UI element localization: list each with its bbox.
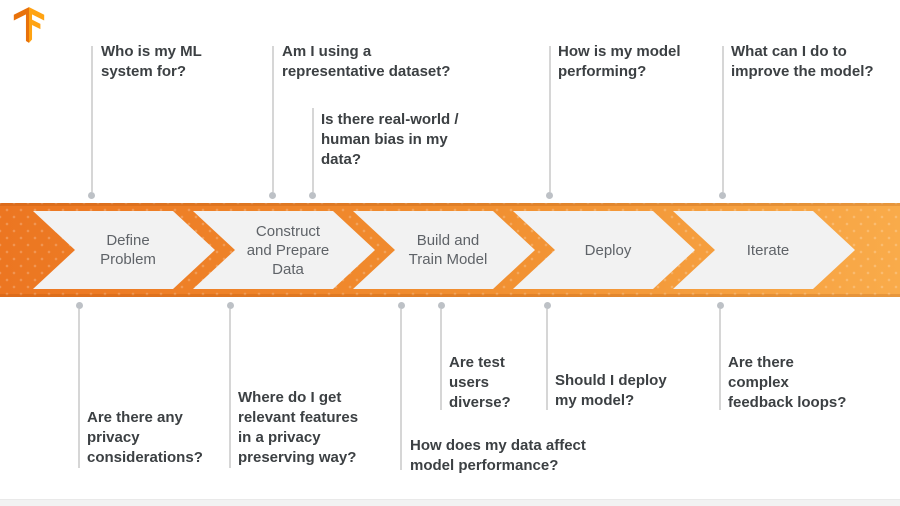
stage-build-train: Build and Train Model: [408, 232, 488, 268]
connector-line: [722, 46, 724, 192]
connector-line: [546, 309, 548, 410]
connector-dot: [76, 302, 83, 309]
connector-dot: [398, 302, 405, 309]
connector-dot: [227, 302, 234, 309]
stage-iterate: Iterate: [746, 241, 790, 259]
chevron-iterate: [673, 211, 855, 289]
stage-deploy: Deploy: [584, 241, 632, 259]
connector-dot: [438, 302, 445, 309]
question-bottom-feedback-loops: Are there complex feedback loops?: [728, 354, 847, 411]
question-bottom-should-deploy: Should I deploy my model?: [555, 372, 667, 409]
connector-line: [312, 108, 314, 192]
question-bottom-relevant-features: Where do I get relevant features in a pr…: [238, 389, 359, 466]
chevron-construct-prepare: [193, 211, 375, 289]
connector-dot: [546, 192, 553, 199]
chevron-define-problem: [33, 211, 215, 289]
question-top-real-world-bias: Is there real-world / human bias in my d…: [321, 111, 459, 168]
tensorflow-logo-icon: [13, 7, 45, 43]
connector-dot: [719, 192, 726, 199]
connector-line: [229, 309, 231, 468]
chevron-build-train: [353, 211, 535, 289]
connector-dot: [309, 192, 316, 199]
question-top-improve-model: What can I do to improve the model?: [731, 43, 874, 80]
connector-dot: [717, 302, 724, 309]
question-top-model-performing: How is my model performing?: [558, 43, 681, 80]
connector-line: [78, 309, 80, 468]
question-top-who-is-system-for: Who is my ML system for?: [101, 43, 202, 80]
connector-line: [549, 46, 551, 192]
chevron-deploy: [513, 211, 695, 289]
connector-line: [91, 46, 93, 192]
connector-line: [440, 309, 442, 410]
chevron-shapes: [33, 211, 855, 289]
connector-line: [719, 309, 721, 410]
connector-line: [272, 46, 274, 192]
question-bottom-test-users-diverse: Are test users diverse?: [449, 354, 511, 411]
footer-strip: [0, 499, 900, 506]
question-bottom-privacy-considerations: Are there any privacy considerations?: [87, 409, 203, 466]
question-top-representative-dataset: Am I using a representative dataset?: [282, 43, 451, 80]
connector-dot: [88, 192, 95, 199]
stage-construct-prepare: Construct and Prepare Data: [246, 222, 330, 278]
question-bottom-data-affect-performance: How does my data affect model performanc…: [410, 437, 586, 474]
process-band: Define Problem Construct and Prepare Dat…: [0, 203, 900, 297]
connector-dot: [544, 302, 551, 309]
stage-define-problem: Define Problem: [100, 232, 156, 268]
connector-dot: [269, 192, 276, 199]
connector-line: [400, 309, 402, 470]
